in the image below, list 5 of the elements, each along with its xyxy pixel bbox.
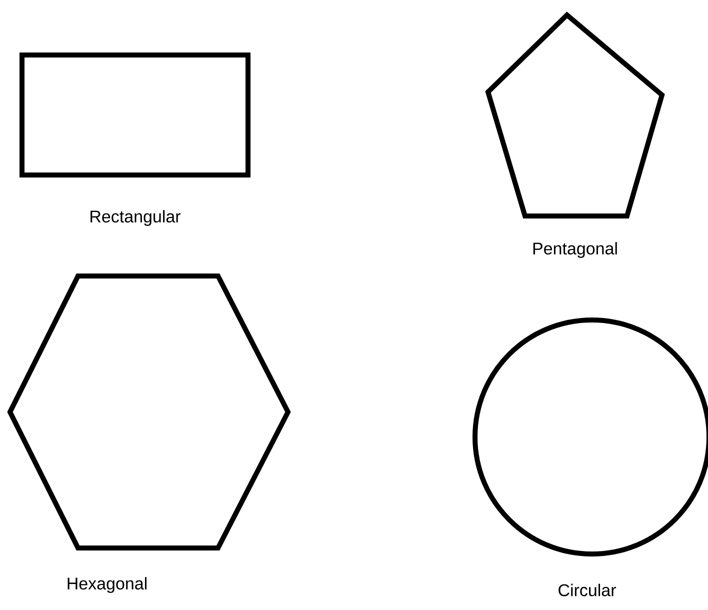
shape-label: Hexagonal bbox=[68, 577, 146, 593]
rectangle-shape bbox=[20, 52, 250, 178]
shape-label: Pentagonal bbox=[533, 242, 617, 258]
shape-label: Rectangular bbox=[90, 210, 181, 226]
shape-label: Circular bbox=[558, 584, 616, 596]
